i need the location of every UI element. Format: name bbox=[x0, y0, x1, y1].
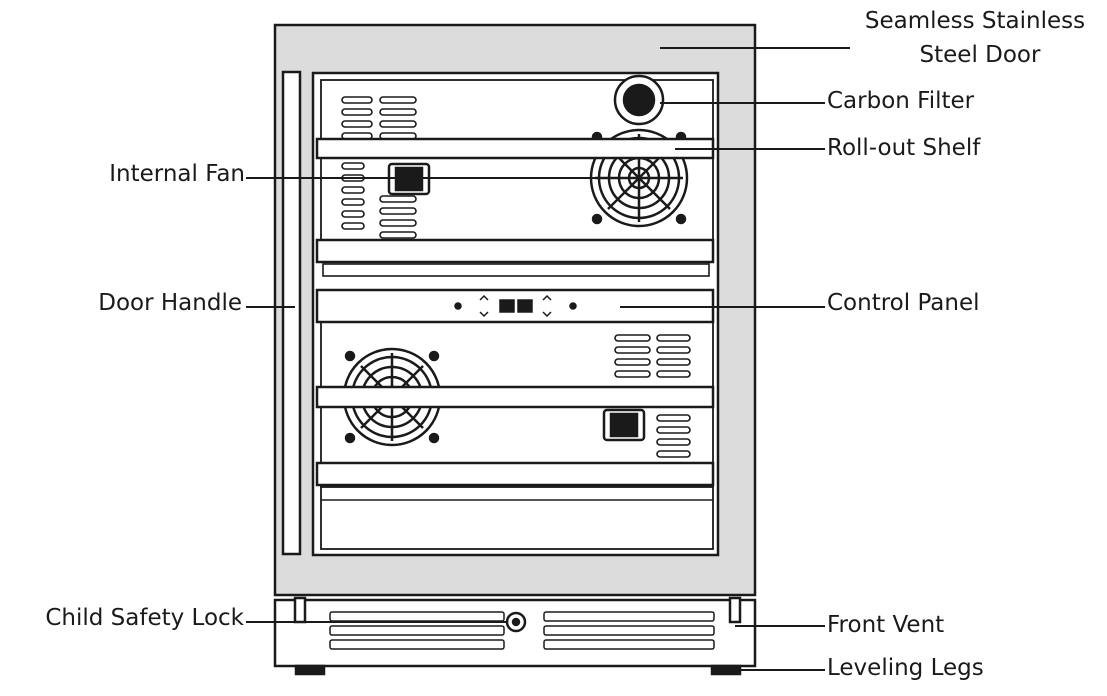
label-front-vent: Front Vent bbox=[827, 612, 945, 638]
bottom-drawer bbox=[320, 486, 714, 550]
label-control-panel: Control Panel bbox=[827, 290, 980, 316]
control-panel-buttons bbox=[454, 294, 577, 318]
carbon-filter-inner bbox=[622, 83, 656, 117]
label-door-handle: Door Handle bbox=[98, 290, 242, 316]
door-handle bbox=[281, 70, 302, 556]
upper-left-vents bbox=[341, 96, 417, 239]
label-door-line2: Steel Door bbox=[919, 42, 1041, 68]
lower-shelf bbox=[315, 385, 715, 409]
middle-shelf-rail bbox=[322, 263, 710, 277]
lower-right-vents bbox=[614, 334, 691, 458]
left-leveling-leg bbox=[294, 664, 326, 676]
keyhole-center bbox=[511, 617, 521, 627]
label-child-safety-lock: Child Safety Lock bbox=[45, 605, 244, 631]
bottom-shelf bbox=[315, 461, 715, 487]
right-hinge bbox=[728, 596, 742, 624]
label-carbon-filter: Carbon Filter bbox=[827, 88, 975, 114]
label-door-line1: Seamless Stainless bbox=[864, 8, 1086, 34]
lower-fan-core bbox=[609, 412, 639, 438]
label-rollout-shelf: Roll-out Shelf bbox=[827, 135, 981, 161]
right-leveling-leg bbox=[710, 664, 742, 676]
middle-shelf bbox=[315, 238, 715, 264]
left-hinge bbox=[293, 596, 307, 624]
base-panel bbox=[273, 598, 757, 668]
label-leveling-legs: Leveling Legs bbox=[827, 655, 984, 681]
front-vent-right bbox=[543, 611, 715, 650]
label-internal-fan: Internal Fan bbox=[109, 161, 245, 187]
upper-rollout-shelf bbox=[315, 137, 715, 160]
